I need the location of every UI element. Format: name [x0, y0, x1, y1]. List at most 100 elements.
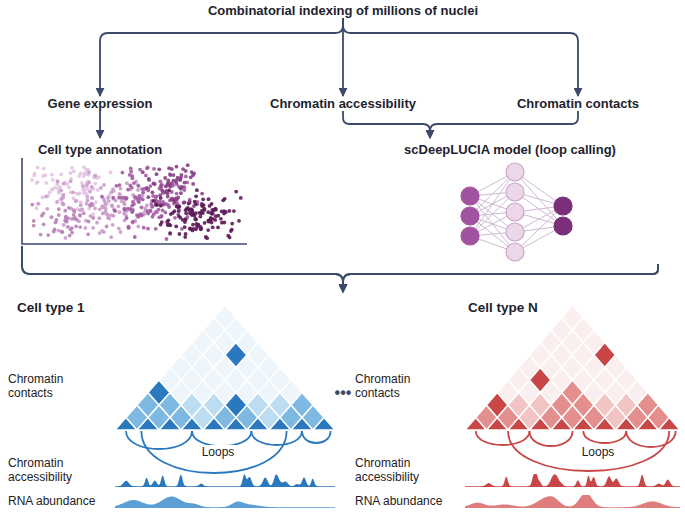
scatter-dot: [199, 227, 203, 231]
scatter-dot: [110, 203, 114, 207]
scatter-dot: [153, 182, 157, 186]
scatter-dot: [177, 214, 181, 218]
scatter-dot: [151, 205, 155, 209]
scatter-dot: [141, 191, 145, 195]
scatter-dot: [195, 188, 199, 192]
scatter-dot: [44, 195, 48, 199]
loop-arc: [302, 431, 331, 443]
scatter-dot: [200, 202, 204, 206]
scatter-dot: [199, 215, 203, 219]
scatter-dot: [72, 213, 76, 217]
step-heading: Gene expression: [48, 96, 153, 111]
scatter-dot: [131, 220, 135, 224]
cell-type-panel: Cell type 1Chromatin contactsLoopsChroma…: [5, 292, 343, 510]
scatter-dot: [81, 184, 85, 188]
flow-connector: [100, 18, 343, 96]
scatter-dot: [125, 181, 129, 185]
scatter-dot: [168, 172, 172, 176]
scatter-dot: [163, 176, 167, 180]
signal-track: [115, 497, 335, 509]
scatter-dot: [234, 190, 238, 194]
scatter-dot: [229, 229, 233, 233]
scatter-dot: [183, 225, 187, 229]
loop-label: Loops: [580, 445, 617, 459]
scatter-dot: [178, 232, 182, 236]
scatter-dot: [130, 186, 134, 190]
scatter-dot: [90, 196, 94, 200]
scatter-dot: [45, 207, 49, 211]
scatter-dot: [188, 201, 192, 205]
scatter-dot: [207, 197, 211, 201]
scatter-dot: [184, 211, 188, 215]
scatter-dot: [130, 204, 134, 208]
scatter-dot: [220, 221, 224, 225]
scatter-dot: [194, 218, 198, 222]
scatter-dot: [109, 171, 113, 175]
scatter-dot: [57, 207, 61, 211]
scatter-dot: [174, 180, 178, 184]
scatter-dot: [78, 225, 82, 229]
scatter-dot: [123, 207, 127, 211]
scatter-dot: [46, 233, 50, 237]
scatter-dot: [117, 227, 121, 231]
scatter-dot: [64, 236, 68, 240]
flow-connector: [343, 264, 658, 292]
scatter-dot: [70, 226, 74, 230]
scatter-dot: [216, 214, 220, 218]
step-heading: Chromatin contacts: [517, 96, 639, 111]
scatter-dot: [117, 196, 121, 200]
track-label: RNA abundance: [8, 494, 100, 508]
network-unit: [461, 187, 479, 205]
scatter-dot: [210, 202, 214, 206]
scatter-dot: [197, 223, 201, 227]
scatter-dot: [210, 208, 214, 212]
scatter-dot: [132, 181, 136, 185]
scatter-dot: [145, 186, 149, 190]
scatter-dot: [203, 208, 207, 212]
scatter-dot: [157, 215, 161, 219]
scatter-dot: [119, 187, 123, 191]
scatter-dot: [70, 166, 74, 170]
scatter-dot: [121, 171, 125, 175]
scatter-dot: [42, 167, 46, 171]
scatter-dot: [159, 184, 163, 188]
scatter-dot: [111, 223, 115, 227]
scatter-dot: [86, 199, 90, 203]
scatter-dot: [123, 208, 127, 212]
scatter-dot: [154, 203, 158, 207]
scatter-dot: [191, 182, 195, 186]
scatter-dot: [65, 220, 69, 224]
scatter-dot: [230, 222, 234, 226]
network-unit: [506, 163, 524, 181]
step-node: Chromatin contacts: [517, 96, 639, 111]
scatter-dot: [116, 205, 120, 209]
signal-track: [465, 474, 680, 487]
scatter-dot: [57, 213, 61, 217]
scatter-dot: [51, 178, 55, 182]
scatter-dot: [90, 196, 94, 200]
scatter-dot: [151, 190, 155, 194]
scatter-dot: [118, 192, 122, 196]
scatter-dot: [95, 221, 99, 225]
scatter-dot: [85, 202, 89, 206]
scatter-dot: [44, 181, 48, 185]
scatter-dot: [63, 209, 67, 213]
scatter-dot: [175, 198, 179, 202]
flow-connector: [430, 111, 578, 138]
scatter-dot: [182, 201, 186, 205]
flow-connector: [343, 264, 658, 292]
scatter-dot: [84, 226, 88, 230]
panel-heading: Cell type N: [468, 300, 538, 315]
cell-type-panel: Cell type NChromatin contactsLoopsChroma…: [343, 292, 680, 510]
scatter-dot: [129, 170, 133, 174]
loop-label: Loops: [200, 445, 237, 459]
scatter-dot: [154, 227, 158, 231]
scatter-dot: [111, 187, 115, 191]
scatter-dot: [123, 202, 127, 206]
scatter-dot: [166, 192, 170, 196]
scatter-dot: [55, 218, 59, 222]
scatter-dot: [64, 215, 68, 219]
signal-tracks: [465, 474, 680, 508]
scatter-dot: [185, 207, 189, 211]
